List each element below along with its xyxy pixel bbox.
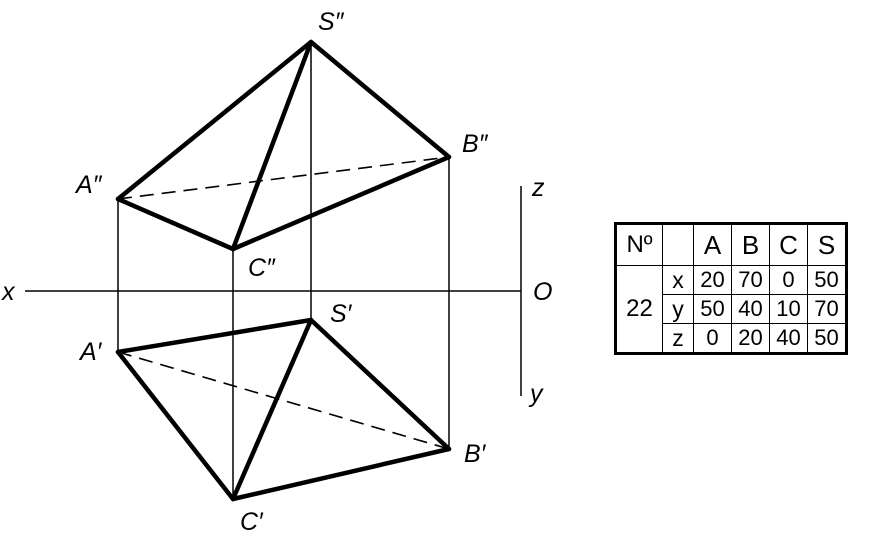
cell-c-y: 10 xyxy=(769,294,808,324)
header-col-a: A xyxy=(693,223,732,266)
cell-c-z: 40 xyxy=(769,323,808,354)
axis-label-y: y xyxy=(528,380,544,408)
label-a-front: A″ xyxy=(74,171,103,199)
table-header-row: Nº A B C S xyxy=(615,223,847,266)
coord-label-y: y xyxy=(662,294,694,324)
cell-s-x: 50 xyxy=(807,265,847,295)
cell-b-y: 40 xyxy=(731,294,770,324)
axis-label-x: x xyxy=(1,278,16,306)
edge-sc-front xyxy=(230,39,314,252)
header-col-b: B xyxy=(731,223,770,266)
variant-number-cell: 22 xyxy=(615,265,663,354)
header-col-s: S xyxy=(807,223,847,266)
cell-b-z: 20 xyxy=(731,323,770,354)
edge-ac-front xyxy=(115,196,236,252)
cell-c-x: 0 xyxy=(769,265,808,295)
axis-label-o: O xyxy=(533,278,552,306)
edge-sb-top xyxy=(308,317,452,452)
edge-ac-top xyxy=(115,349,236,502)
top-projection xyxy=(115,317,452,502)
cell-b-x: 70 xyxy=(731,265,770,295)
table-row-y: y 50 40 10 70 xyxy=(616,294,847,324)
edge-sb-front xyxy=(308,39,452,160)
cell-a-x: 20 xyxy=(693,265,732,295)
coord-label-z: z xyxy=(662,323,694,354)
coordinates-table: Nº A B C S 22 x 20 70 0 50 y 50 40 10 70… xyxy=(614,222,848,355)
edge-as-top xyxy=(115,317,314,355)
coord-label-x: x xyxy=(662,265,694,295)
table-row-z: z 0 20 40 50 xyxy=(616,323,847,354)
label-s-top: S′ xyxy=(330,300,353,328)
header-number-cell: Nº xyxy=(615,223,663,266)
edge-sc-top xyxy=(230,317,314,502)
cell-a-z: 0 xyxy=(693,323,732,354)
cell-a-y: 50 xyxy=(693,294,732,324)
label-c-top: C′ xyxy=(240,508,264,536)
label-a-top: A′ xyxy=(78,338,103,366)
label-c-front: C″ xyxy=(248,254,276,282)
header-blank-cell xyxy=(662,223,694,266)
front-projection xyxy=(115,39,452,252)
cell-s-z: 50 xyxy=(807,323,847,354)
header-col-c: C xyxy=(769,223,808,266)
label-s-front: S″ xyxy=(318,8,345,36)
axis-label-z: z xyxy=(531,174,545,202)
label-b-top: B′ xyxy=(464,440,487,468)
hidden-edge-ab-top xyxy=(117,351,450,450)
table-row-x: 22 x 20 70 0 50 xyxy=(615,265,847,354)
hidden-edge-ab-front xyxy=(117,156,450,200)
edge-cb-front xyxy=(230,154,452,252)
edge-sa-front xyxy=(115,39,314,202)
cell-s-y: 70 xyxy=(807,294,847,324)
edge-cb-top xyxy=(230,446,452,502)
label-b-front: B″ xyxy=(462,130,489,158)
